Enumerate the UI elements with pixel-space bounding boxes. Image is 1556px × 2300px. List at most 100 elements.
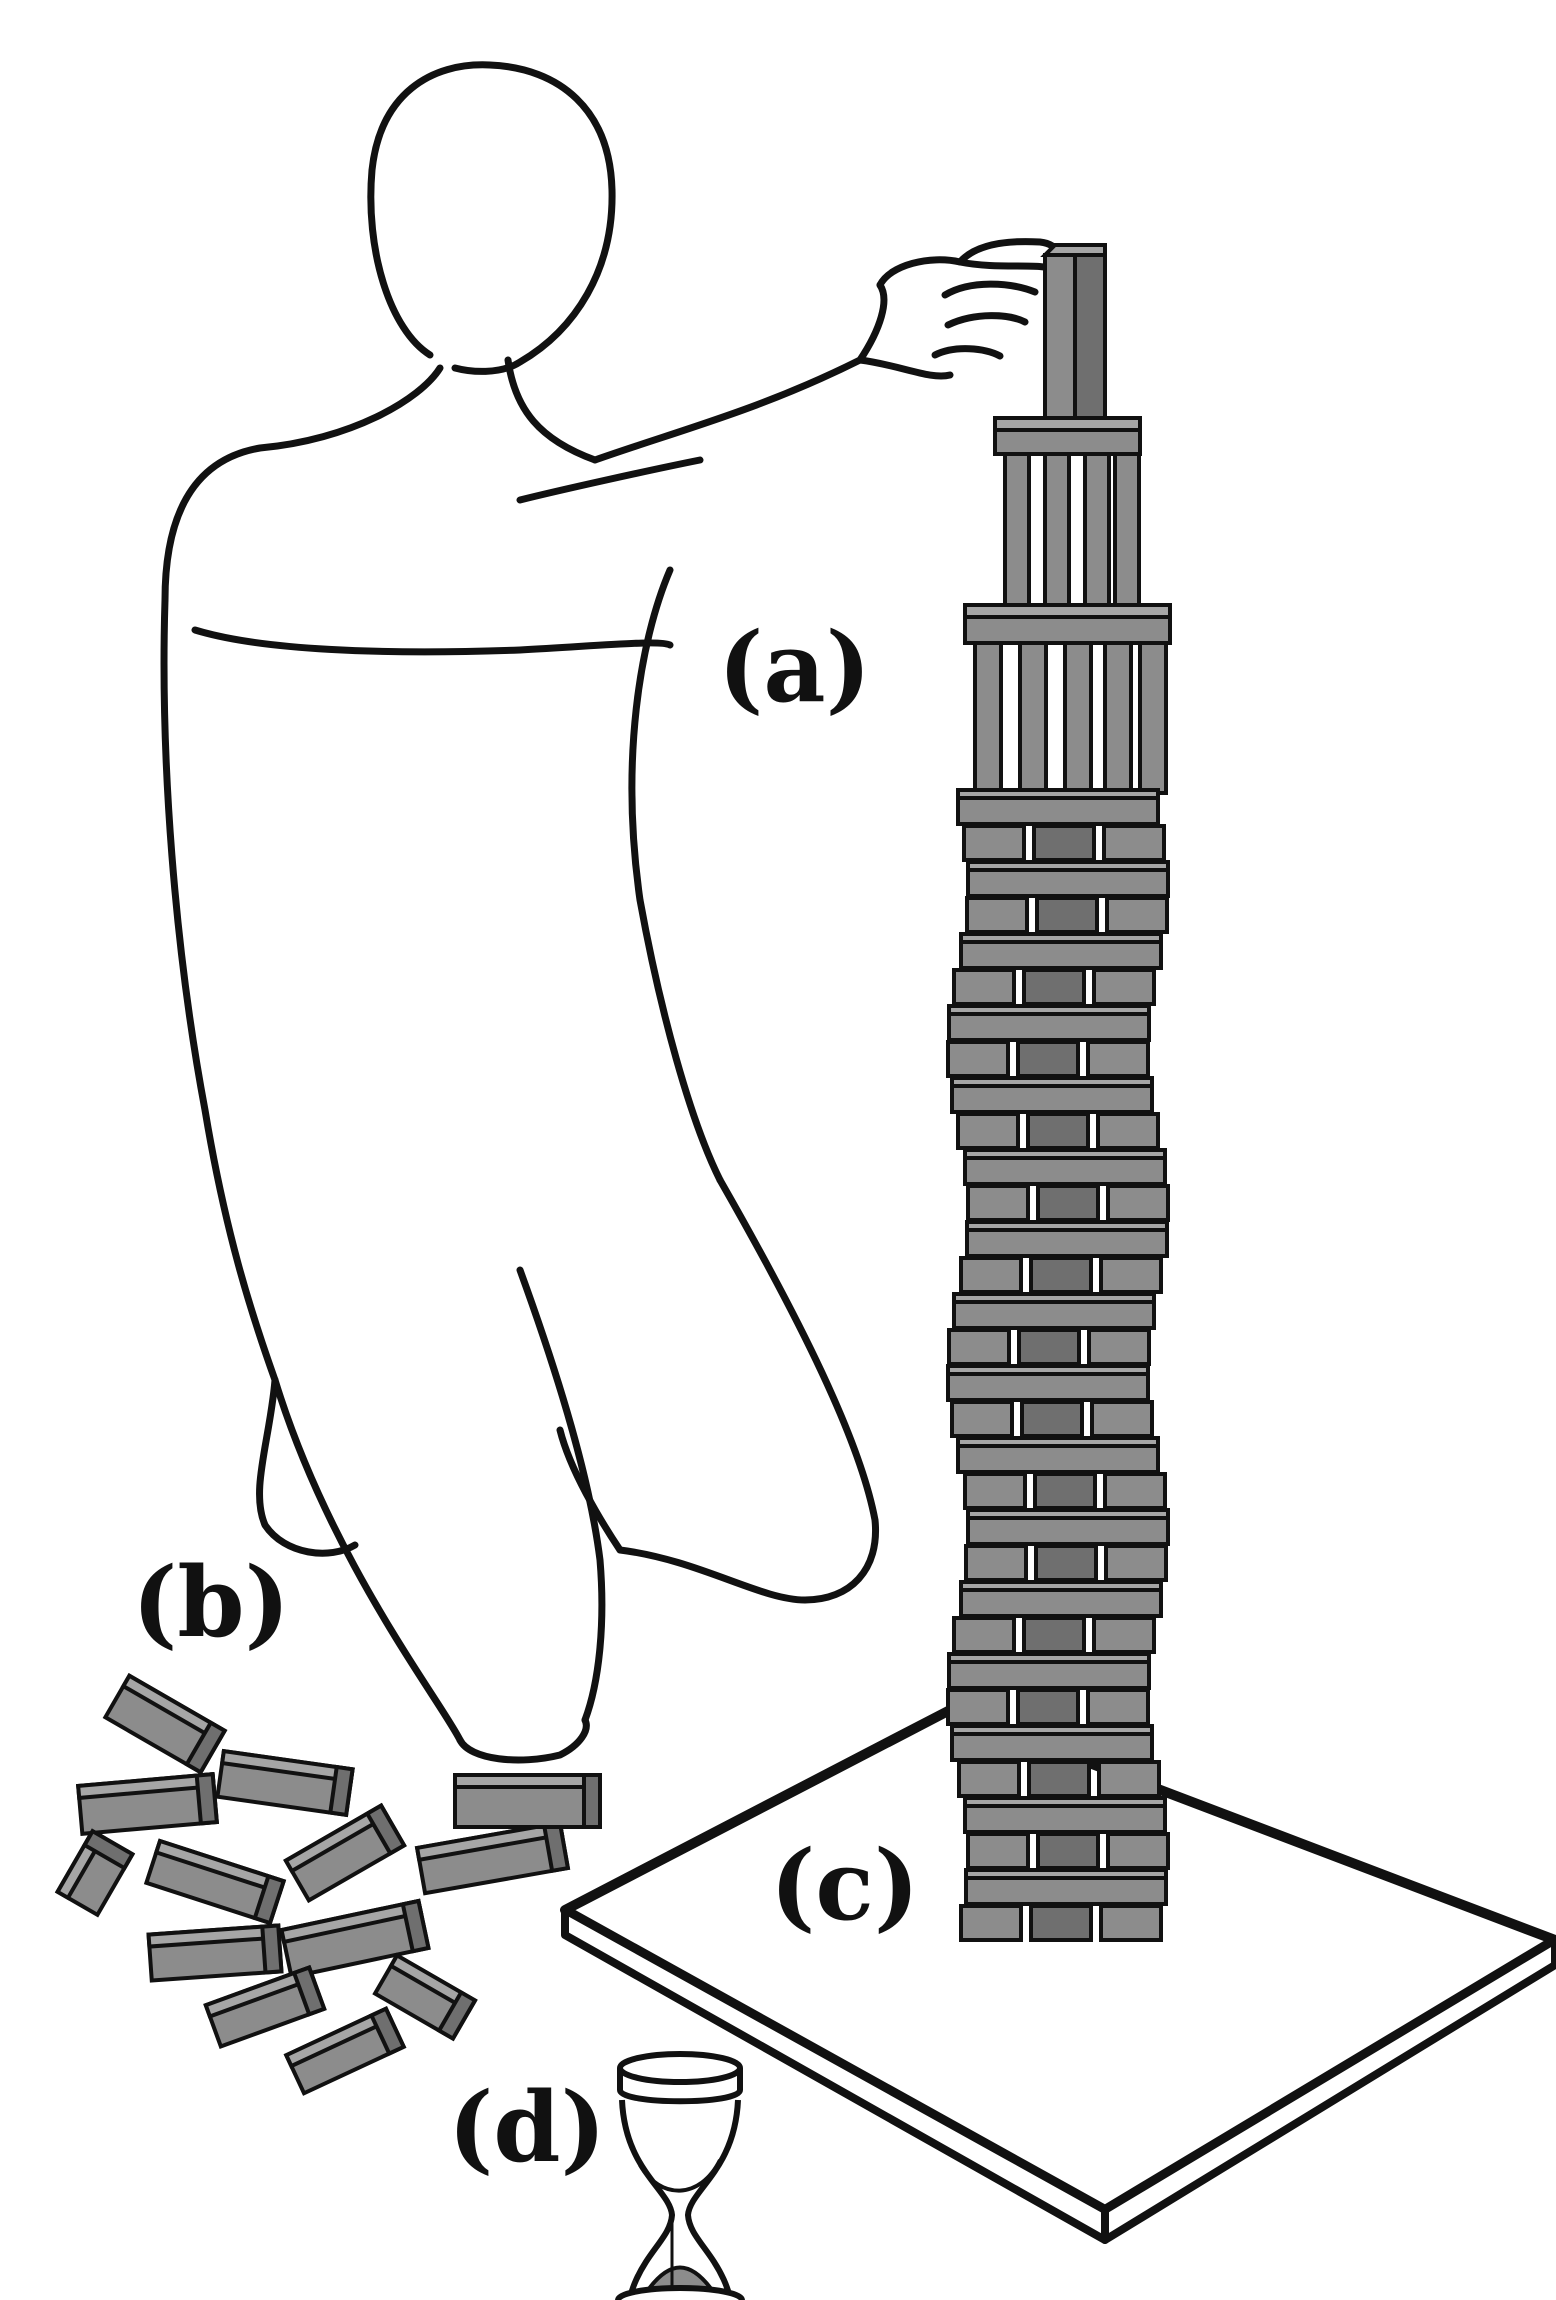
tower-block <box>959 932 1163 944</box>
tower-block <box>952 1292 1156 1304</box>
tower-block <box>1018 641 1048 795</box>
tower-block <box>966 1832 1030 1870</box>
tower-block <box>1105 896 1169 934</box>
tower-block <box>952 968 1016 1006</box>
tower-block <box>947 1652 1151 1664</box>
tower-block <box>1106 1832 1170 1870</box>
tower-block <box>956 1112 1020 1150</box>
tower-block <box>966 1508 1170 1520</box>
tower-block <box>959 1904 1023 1942</box>
tower-block <box>963 1796 1167 1808</box>
tower-block <box>1017 1328 1081 1366</box>
tower-block <box>1027 1760 1091 1798</box>
loose-block <box>372 1952 478 2042</box>
tower-block <box>1103 1472 1167 1510</box>
tower-block <box>962 824 1026 862</box>
loose-block-end <box>400 1898 431 1954</box>
tower-block <box>956 788 1160 800</box>
loose-block <box>203 1964 327 2050</box>
tower-block <box>1016 1688 1080 1726</box>
tower-block <box>1043 452 1071 626</box>
loose-block <box>146 1923 284 1983</box>
loose-block <box>215 1748 355 1818</box>
tower-block <box>993 416 1142 432</box>
tower-block <box>1102 824 1166 862</box>
tower-block <box>1036 1184 1100 1222</box>
tower-block <box>1035 896 1099 934</box>
tower-block <box>963 1472 1027 1510</box>
tower-block <box>947 1328 1011 1366</box>
loose-block-end <box>436 1989 478 2042</box>
tower-block <box>1022 968 1086 1006</box>
loose-block <box>102 1672 228 1776</box>
tower-block <box>1104 1544 1168 1582</box>
tower-block <box>1092 1616 1156 1654</box>
loose-block-end <box>81 1828 136 1871</box>
label-d: (d) <box>448 2071 606 2184</box>
hourglass-icon <box>615 2051 745 2300</box>
tower-block <box>1032 824 1096 862</box>
tower-block <box>965 896 1029 934</box>
tower-block <box>1036 1832 1100 1870</box>
loose-block-end <box>368 2006 407 2057</box>
tower-block <box>950 1724 1154 1736</box>
loose-block-end <box>291 1964 327 2017</box>
loose-block-end <box>184 1719 228 1776</box>
tower-block <box>973 641 1003 795</box>
tower-block <box>1034 1544 1098 1582</box>
label-b: (b) <box>132 1546 290 1659</box>
loose-block-end <box>328 1764 355 1818</box>
tower-block <box>1083 452 1111 626</box>
tower-block <box>966 1184 1030 1222</box>
tower-block <box>947 1004 1151 1016</box>
tower-block <box>946 1364 1150 1376</box>
tower-block <box>1099 1904 1163 1942</box>
tower-block <box>1099 1256 1163 1294</box>
loose-block-end <box>582 1773 602 1829</box>
tower-block <box>950 1076 1154 1088</box>
tower-block <box>952 1616 1016 1654</box>
loose-block <box>279 1898 431 1980</box>
tower-block <box>1086 1040 1150 1078</box>
tower-block <box>1020 1400 1084 1438</box>
tower-block <box>964 1868 1168 1880</box>
block-tower-icon <box>946 243 1172 1942</box>
loose-block-end <box>252 1873 287 1926</box>
tower-block <box>946 1040 1010 1078</box>
tower-block <box>1022 1616 1086 1654</box>
tower-block <box>1103 641 1133 795</box>
loose-block <box>283 2006 407 2096</box>
tower-block <box>963 1148 1167 1160</box>
tower-block <box>1003 452 1031 626</box>
loose-block-end <box>364 1802 407 1857</box>
tower-block <box>1033 1472 1097 1510</box>
tower-block <box>946 1688 1010 1726</box>
tower-block <box>966 860 1170 872</box>
tower-block <box>1086 1688 1150 1726</box>
tower-block <box>965 1220 1169 1232</box>
tower-block <box>957 1760 1021 1798</box>
loose-block-end <box>260 1923 284 1975</box>
loose-block <box>54 1828 136 1918</box>
loose-block <box>143 1838 287 1926</box>
tower-block <box>1097 1760 1161 1798</box>
loose-block <box>283 1802 407 1904</box>
person-outline-icon <box>160 61 1064 1764</box>
label-a: (a) <box>718 611 872 724</box>
tower-block <box>1096 1112 1160 1150</box>
square-base-plate-icon <box>560 1705 1556 2244</box>
tower-block <box>1106 1184 1170 1222</box>
tower-block <box>1029 1904 1093 1942</box>
loose-block <box>453 1773 602 1829</box>
tower-block <box>956 1436 1160 1448</box>
tower-block <box>1040 243 1107 257</box>
tower-block <box>1026 1112 1090 1150</box>
tower-block <box>1073 253 1107 432</box>
tower-block <box>1029 1256 1093 1294</box>
tower-block <box>1113 452 1141 626</box>
loose-block <box>75 1772 220 1836</box>
tower-block <box>1138 641 1168 795</box>
loose-block <box>414 1820 571 1896</box>
tower-block <box>963 603 1172 619</box>
